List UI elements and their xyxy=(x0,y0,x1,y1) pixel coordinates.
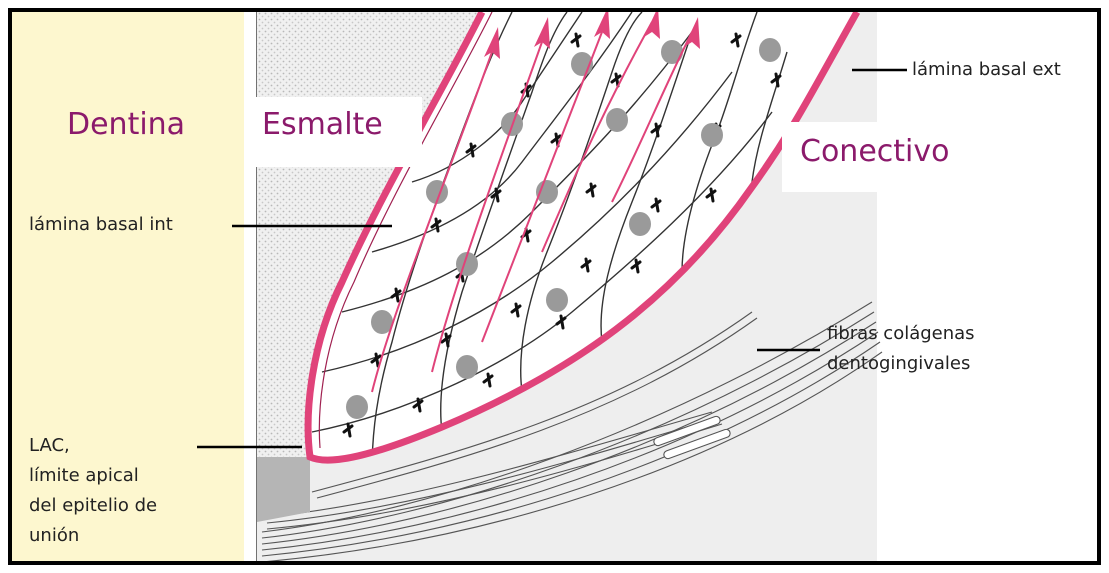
lac-label-line1: LAC, xyxy=(29,432,70,460)
esmalte-label: Esmalte xyxy=(262,107,383,142)
lac-label-line2: límite apical xyxy=(29,462,139,490)
connective-white-patch xyxy=(877,12,1097,565)
figure-frame: Dentina Esmalte Conectivo lámina basal e… xyxy=(8,8,1101,565)
lac-label-line3: del epitelio de xyxy=(29,492,157,520)
apex-wedge xyxy=(257,457,310,522)
conectivo-label: Conectivo xyxy=(800,134,949,169)
lac-label-line4: unión xyxy=(29,522,79,550)
fibras-label-line1: fibras colágenas xyxy=(827,320,975,348)
lamina-basal-int-label: lámina basal int xyxy=(29,211,173,239)
lamina-basal-ext-label: lámina basal ext xyxy=(912,56,1061,84)
dentina-label: Dentina xyxy=(67,107,185,142)
junctional-epithelium-diagram xyxy=(12,12,1101,565)
fibras-label-line2: dentogingivales xyxy=(827,350,970,378)
